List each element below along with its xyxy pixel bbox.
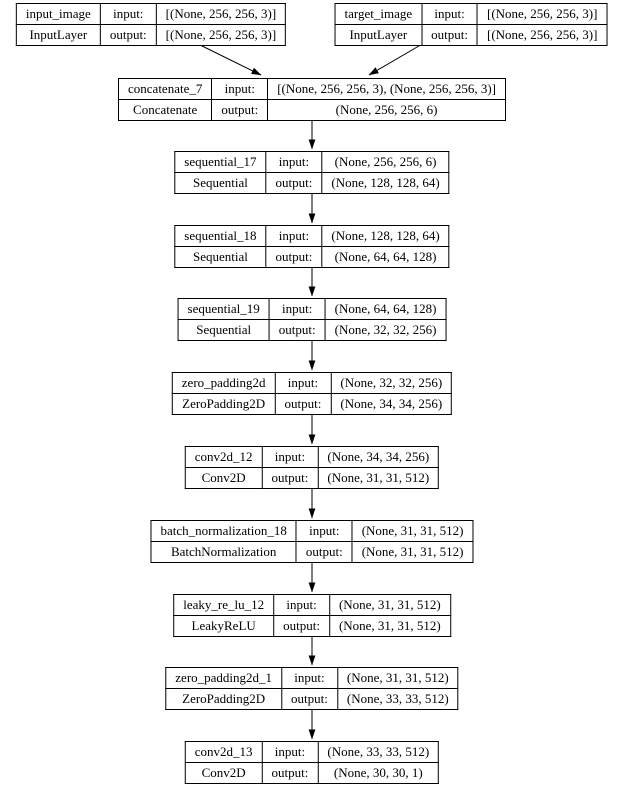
output-label: output: <box>281 688 338 710</box>
input-label: input: <box>261 741 319 763</box>
layer-type: ZeroPadding2D <box>171 393 276 415</box>
input-shape: (None, 31, 31, 512) <box>328 594 451 616</box>
output-shape: (None, 31, 31, 512) <box>328 615 451 637</box>
input-shape: (None, 34, 34, 256) <box>317 446 440 468</box>
output-shape: (None, 128, 128, 64) <box>321 172 450 194</box>
output-shape: [(None, 256, 256, 3)] <box>155 24 287 46</box>
node-conv2d-13: conv2d_13 input: (None, 33, 33, 512) Con… <box>184 741 440 784</box>
layer-name: target_image <box>334 3 423 25</box>
input-shape: (None, 33, 33, 512) <box>317 741 440 763</box>
output-label: output: <box>268 319 326 341</box>
input-shape: (None, 64, 64, 128) <box>324 298 447 320</box>
node-batch-normalization-18: batch_normalization_18 input: (None, 31,… <box>150 520 474 563</box>
layer-name: sequential_17 <box>174 151 267 173</box>
layer-type: ZeroPadding2D <box>165 688 283 710</box>
node-input-image: input_image input: [(None, 256, 256, 3)]… <box>15 3 287 46</box>
input-label: input: <box>421 3 478 25</box>
layer-type: Conv2D <box>184 762 263 784</box>
input-shape: [(None, 256, 256, 3), (None, 256, 256, 3… <box>267 78 506 100</box>
layer-name: conv2d_12 <box>184 446 263 468</box>
layer-name: sequential_18 <box>174 225 267 247</box>
input-label: input: <box>261 446 319 468</box>
input-shape: [(None, 256, 256, 3)] <box>476 3 608 25</box>
input-label: input: <box>295 520 353 542</box>
input-shape: (None, 31, 31, 512) <box>351 520 474 542</box>
output-shape: [(None, 256, 256, 3)] <box>476 24 608 46</box>
output-shape: (None, 34, 34, 256) <box>330 393 453 415</box>
output-shape: (None, 32, 32, 256) <box>324 319 447 341</box>
node-leaky-re-lu-12: leaky_re_lu_12 input: (None, 31, 31, 512… <box>173 594 451 637</box>
layer-name: input_image <box>15 3 101 25</box>
node-target-image: target_image input: [(None, 256, 256, 3)… <box>334 3 608 46</box>
layer-name: concatenate_7 <box>118 78 213 100</box>
input-label: input: <box>99 3 157 25</box>
input-shape: (None, 128, 128, 64) <box>321 225 450 247</box>
input-shape: (None, 256, 256, 6) <box>321 151 450 173</box>
output-label: output: <box>99 24 157 46</box>
input-shape: [(None, 256, 256, 3)] <box>155 3 287 25</box>
output-shape: (None, 33, 33, 512) <box>336 688 459 710</box>
node-conv2d-12: conv2d_12 input: (None, 34, 34, 256) Con… <box>184 446 440 489</box>
input-label: input: <box>211 78 269 100</box>
node-sequential-18: sequential_18 input: (None, 128, 128, 64… <box>174 225 450 268</box>
input-shape: (None, 31, 31, 512) <box>336 667 459 689</box>
output-label: output: <box>261 467 319 489</box>
output-label: output: <box>265 246 323 268</box>
output-label: output: <box>265 172 323 194</box>
layer-type: InputLayer <box>334 24 423 46</box>
layer-name: leaky_re_lu_12 <box>173 594 275 616</box>
edge-input-image-to-concatenate <box>195 42 262 76</box>
output-label: output: <box>211 99 269 121</box>
output-label: output: <box>295 541 353 563</box>
layer-name: sequential_19 <box>177 298 270 320</box>
layer-type: BatchNormalization <box>150 541 297 563</box>
input-label: input: <box>268 298 326 320</box>
node-sequential-17: sequential_17 input: (None, 256, 256, 6)… <box>174 151 450 194</box>
output-shape: (None, 30, 30, 1) <box>317 762 440 784</box>
layer-type: InputLayer <box>15 24 101 46</box>
node-zero-padding2d-1: zero_padding2d_1 input: (None, 31, 31, 5… <box>165 667 459 710</box>
output-shape: (None, 31, 31, 512) <box>351 541 474 563</box>
output-shape: (None, 64, 64, 128) <box>321 246 450 268</box>
input-label: input: <box>274 372 332 394</box>
output-label: output: <box>261 762 319 784</box>
layer-name: conv2d_13 <box>184 741 263 763</box>
output-label: output: <box>274 393 332 415</box>
layer-type: Sequential <box>174 172 267 194</box>
input-label: input: <box>273 594 330 616</box>
layer-type: Sequential <box>177 319 270 341</box>
layer-type: Sequential <box>174 246 267 268</box>
input-label: input: <box>265 151 323 173</box>
layer-name: zero_padding2d_1 <box>165 667 283 689</box>
layer-name: batch_normalization_18 <box>150 520 297 542</box>
edge-target-image-to-concatenate <box>368 42 425 76</box>
output-shape: (None, 31, 31, 512) <box>317 467 440 489</box>
output-shape: (None, 256, 256, 6) <box>267 99 506 121</box>
input-label: input: <box>281 667 338 689</box>
layer-type: Concatenate <box>118 99 213 121</box>
output-label: output: <box>421 24 478 46</box>
node-zero-padding2d: zero_padding2d input: (None, 32, 32, 256… <box>171 372 453 415</box>
layer-type: LeakyReLU <box>173 615 275 637</box>
node-concatenate-7: concatenate_7 input: [(None, 256, 256, 3… <box>118 78 506 121</box>
layer-name: zero_padding2d <box>171 372 276 394</box>
input-shape: (None, 32, 32, 256) <box>330 372 453 394</box>
node-sequential-19: sequential_19 input: (None, 64, 64, 128)… <box>177 298 447 341</box>
output-label: output: <box>273 615 330 637</box>
input-label: input: <box>265 225 323 247</box>
layer-type: Conv2D <box>184 467 263 489</box>
